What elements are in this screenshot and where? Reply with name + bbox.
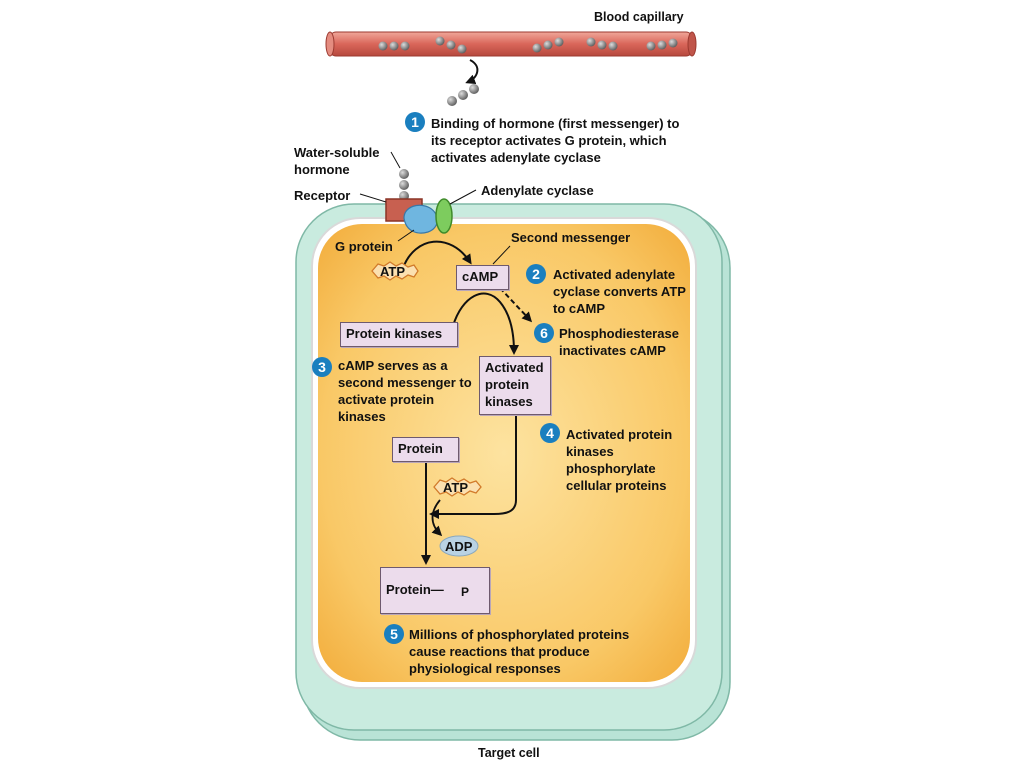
- step-3-text: cAMP serves as a second messenger to act…: [338, 358, 472, 424]
- bound-hormone: [399, 169, 409, 201]
- label-water-soluble-hormone: Water-soluble hormone: [294, 145, 380, 177]
- adp-shape: [439, 535, 479, 557]
- atp-burst-1: [371, 261, 419, 281]
- phosphate-label: P: [461, 585, 470, 599]
- atp-burst-2: [433, 477, 482, 497]
- atp-to-adp-arrow: [431, 499, 443, 537]
- step-2-text: Activated adenylate cyclase converts ATP…: [553, 267, 686, 316]
- atp-to-camp-arrow: [402, 240, 472, 269]
- label-receptor: Receptor: [294, 188, 351, 203]
- phosphorylated-protein-box: Protein—: [380, 567, 490, 614]
- camp-to-kinase-arrow: [452, 292, 519, 355]
- step-6-text: Phosphodiesterase inactivates cAMP: [559, 326, 679, 358]
- g-protein-shape: [403, 204, 438, 234]
- label-adenylate-cyclase: Adenylate cyclase: [481, 183, 594, 198]
- atp-label-2: ATP: [443, 480, 469, 495]
- label-blood-capillary: Blood capillary: [594, 10, 684, 24]
- hormone-molecules-in-blood: [378, 36, 678, 54]
- protein-p-label: Protein—: [386, 582, 444, 597]
- adp-label: ADP: [445, 539, 473, 554]
- step-4-badge: 4: [540, 423, 560, 443]
- step-4-text: Activated protein kinases phosphorylate …: [566, 427, 673, 493]
- step-3-badge: 3: [312, 357, 332, 377]
- step-5-text: Millions of phosphorylated proteins caus…: [409, 627, 630, 676]
- adenylate-cyclase-shape: [435, 198, 453, 234]
- label-second-messenger: Second messenger: [511, 230, 631, 245]
- protein-box: Protein: [392, 437, 459, 462]
- free-hormone: [447, 84, 479, 106]
- step-5-badge: 5: [384, 624, 404, 644]
- label-g-protein: G protein: [335, 239, 393, 254]
- blood-capillary: [325, 31, 697, 57]
- kinase-to-protein-arrow: [429, 414, 517, 519]
- activated-protein-kinases-box: Activated protein kinases: [479, 356, 551, 415]
- step-1-text: Binding of hormone (first messenger) to …: [431, 116, 680, 165]
- camp-inactivation-arrow: [499, 287, 533, 323]
- release-arrow: [465, 59, 479, 85]
- label-target-cell: Target cell: [478, 746, 540, 760]
- leader-lines: [359, 151, 511, 265]
- protein-kinases-box: Protein kinases: [340, 322, 458, 347]
- camp-box: cAMP: [456, 265, 509, 290]
- atp-label-1: ATP: [380, 264, 406, 279]
- step-6-badge: 6: [534, 323, 554, 343]
- step-2-badge: 2: [526, 264, 546, 284]
- step-1-badge: 1: [405, 112, 425, 132]
